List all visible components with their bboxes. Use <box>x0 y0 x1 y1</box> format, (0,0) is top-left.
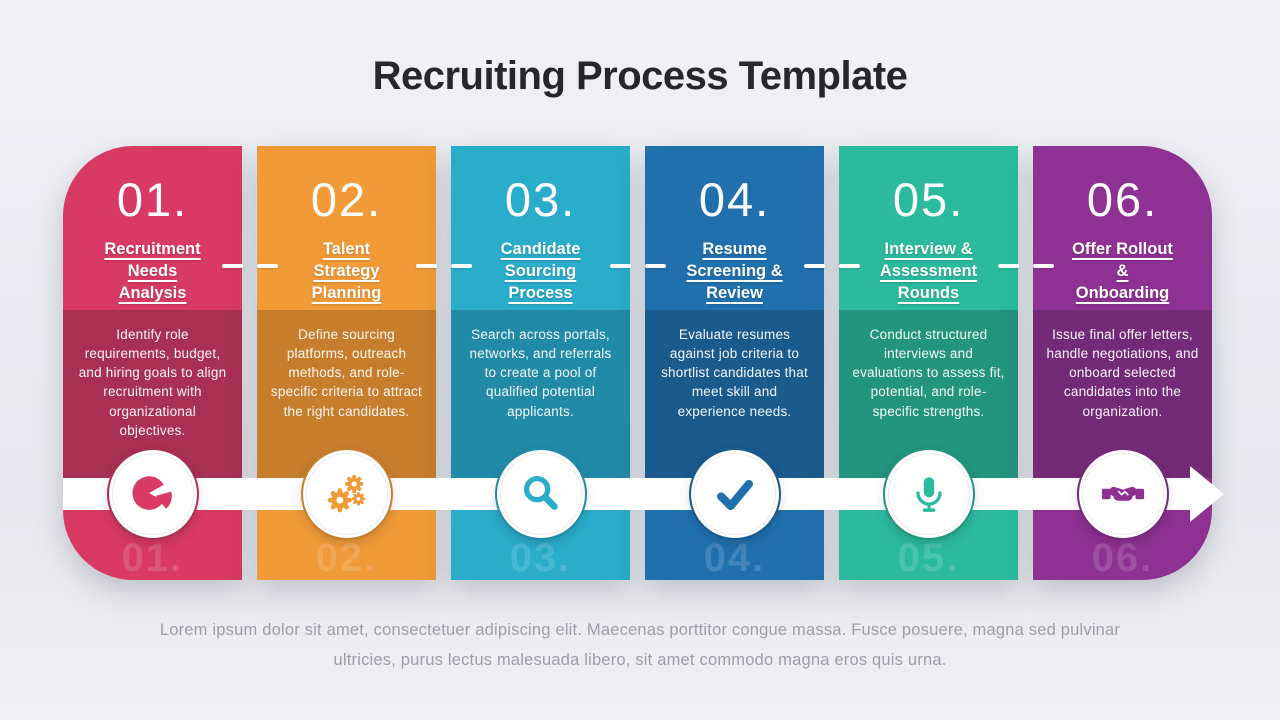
timeline-band <box>63 478 1190 510</box>
step-icon-circle <box>496 450 585 538</box>
step-title: Resume Screening & Review <box>686 240 783 303</box>
step-title: Candidate Sourcing Process <box>500 240 581 303</box>
step-ghost-number: 02. <box>315 536 378 580</box>
connector-dash <box>644 264 666 268</box>
step-icon-circle <box>884 450 973 538</box>
step-icon-circle <box>302 450 391 538</box>
step-connector-line <box>997 264 1054 268</box>
pie-chart-icon <box>130 471 176 517</box>
step-number: 02. <box>310 173 383 226</box>
step-title: Recruitment Needs Analysis <box>104 240 201 303</box>
step-connector-line <box>221 264 278 268</box>
step-icon-circle <box>690 450 779 538</box>
step-ghost-number: 03. <box>509 536 572 580</box>
handshake-icon <box>1100 471 1146 517</box>
footer: Lorem ipsum dolor sit amet, consectetuer… <box>0 616 1280 675</box>
connector-dash <box>997 264 1019 268</box>
step-connector-line <box>803 264 860 268</box>
step-ghost-number: 06. <box>1091 536 1154 580</box>
timeline-arrowhead-icon <box>1190 466 1224 522</box>
step-title: Interview & Assessment Rounds <box>879 240 978 303</box>
step-title: Offer Rollout & Onboarding <box>1072 240 1173 303</box>
step-connector-line <box>415 264 472 268</box>
step-ghost-number: 04. <box>703 536 766 580</box>
connector-dash <box>221 264 243 268</box>
step-number: 04. <box>698 173 771 226</box>
connector-dash <box>450 264 472 268</box>
checkmark-icon <box>712 471 758 517</box>
search-icon <box>518 471 564 517</box>
step-description: Conduct structured interviews and evalua… <box>839 310 1018 478</box>
step-number: 01. <box>116 173 189 226</box>
step-ghost-number: 05. <box>897 536 960 580</box>
page-title: Recruiting Process Template <box>372 54 908 98</box>
connector-dash <box>609 264 631 268</box>
connector-dash <box>256 264 278 268</box>
step-title: Talent Strategy Planning <box>311 240 382 303</box>
gears-icon <box>324 471 370 517</box>
microphone-icon <box>906 471 952 517</box>
step-description: Search across portals, networks, and ref… <box>451 310 630 478</box>
process-cards-row: 01. Recruitment Needs Analysis Identify … <box>63 146 1212 580</box>
connector-dash <box>838 264 860 268</box>
step-number: 06. <box>1086 173 1159 226</box>
step-connector-line <box>609 264 666 268</box>
connector-dash <box>415 264 437 268</box>
step-icon-circle <box>108 450 197 538</box>
step-number: 03. <box>504 173 577 226</box>
connector-dash <box>1032 264 1054 268</box>
connector-dash <box>803 264 825 268</box>
step-number: 05. <box>892 173 965 226</box>
step-ghost-number: 01. <box>121 536 184 580</box>
footer-text: Lorem ipsum dolor sit amet, consectetuer… <box>159 621 1121 669</box>
step-icon-circle <box>1078 450 1167 538</box>
